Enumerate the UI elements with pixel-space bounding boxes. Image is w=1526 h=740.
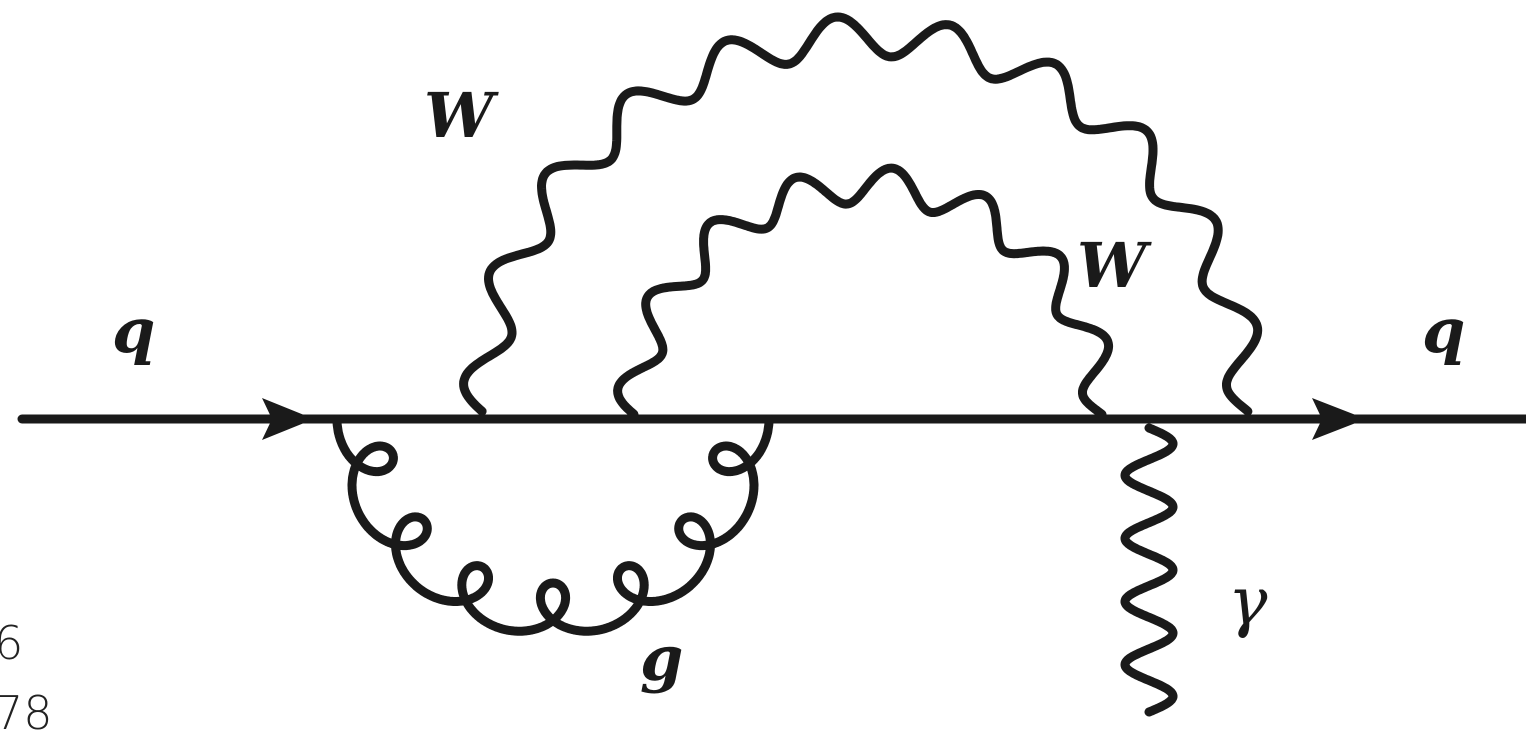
gluon-loop: [332, 414, 774, 636]
margin-number-1: 6: [0, 616, 24, 670]
gluon-label: g: [640, 622, 683, 695]
photon-line: [1120, 423, 1178, 717]
w-boson-inner-line: [613, 163, 1114, 419]
w-boson-outer-line: [459, 12, 1263, 416]
quark-out-arrow: [1312, 398, 1366, 440]
photon-label: γ: [1228, 563, 1268, 640]
w-outer-label: W: [424, 79, 499, 152]
quark-out-label: q: [1422, 294, 1465, 367]
quark-in-label: q: [112, 294, 155, 367]
quark-in-arrow: [262, 398, 314, 440]
margin-number-2: 78: [0, 686, 53, 740]
w-inner-label: W: [1077, 229, 1152, 302]
